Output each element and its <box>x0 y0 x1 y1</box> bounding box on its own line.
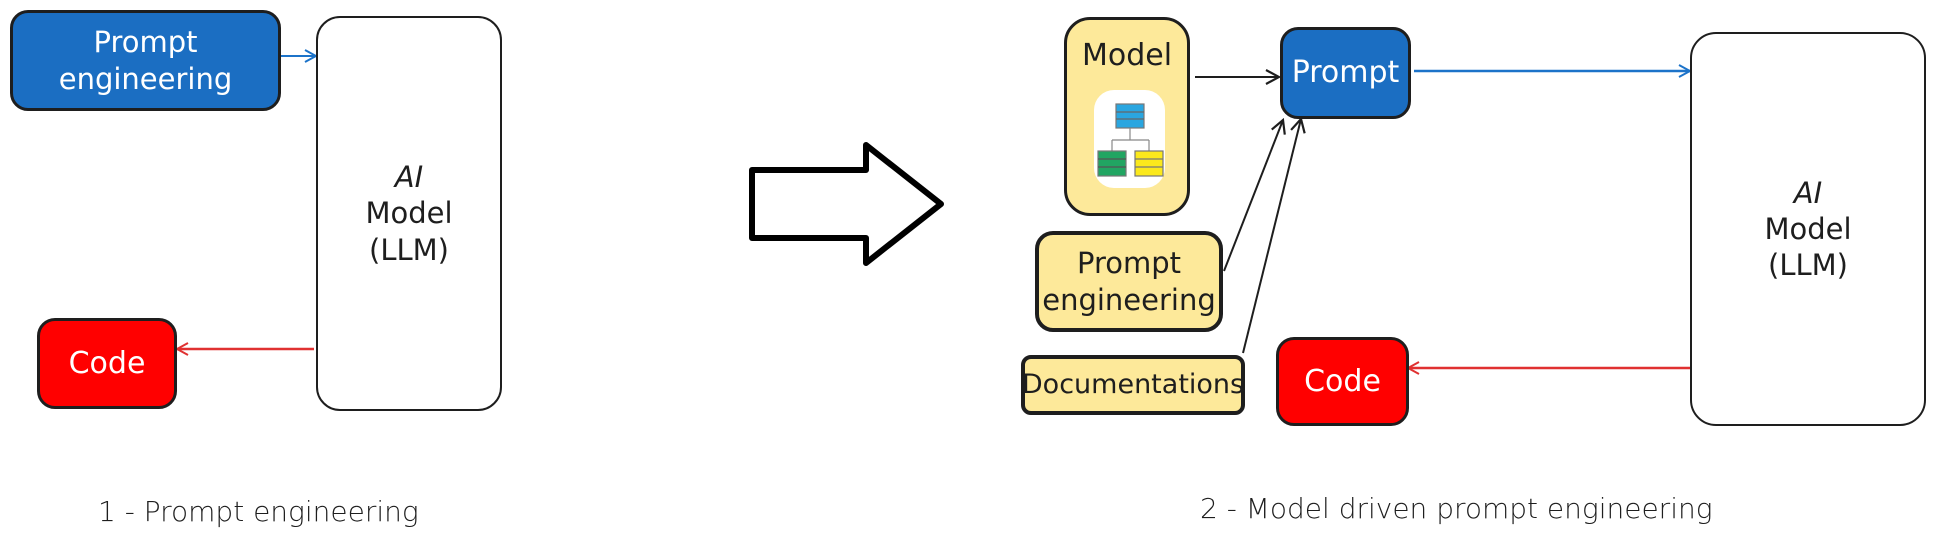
ai-model-box-right[interactable]: AI Model (LLM) <box>1690 32 1926 426</box>
ai-model-right-line3: (LLM) <box>1768 248 1848 283</box>
prompt-engineering-right-line2: engineering <box>1042 282 1216 317</box>
arrow-prompt-engineering-to-prompt <box>1223 120 1283 272</box>
hierarchy-diagram-icon <box>1094 90 1165 188</box>
prompt-engineering-left-line2: engineering <box>58 61 233 96</box>
prompt-engineering-box-right[interactable]: Prompt engineering <box>1035 231 1223 332</box>
ai-model-right-line2: Model <box>1764 211 1852 246</box>
prompt-right-label: Prompt <box>1291 55 1400 91</box>
arrow-documentations-to-prompt <box>1242 119 1301 354</box>
model-label: Model <box>1081 38 1173 74</box>
code-right-label: Code <box>1304 363 1381 399</box>
prompt-box-right[interactable]: Prompt <box>1280 27 1411 119</box>
code-left-label: Code <box>68 345 146 381</box>
ai-model-right-line1: AI <box>1793 175 1823 210</box>
code-box-left[interactable]: Code <box>37 318 177 409</box>
documentations-label: Documentations <box>1021 369 1245 401</box>
caption-right: 2 - Model driven prompt engineering <box>1200 492 1713 525</box>
ai-model-left-line3: (LLM) <box>369 232 449 267</box>
caption-left: 1 - Prompt engineering <box>98 495 419 528</box>
block-arrow-right-icon <box>749 142 944 266</box>
prompt-engineering-left-line1: Prompt <box>93 25 198 60</box>
code-box-right[interactable]: Code <box>1276 337 1409 426</box>
ai-model-left-line1: AI <box>394 160 424 195</box>
model-box[interactable]: Model <box>1064 17 1190 216</box>
prompt-engineering-box-left[interactable]: Prompt engineering <box>10 10 281 111</box>
prompt-engineering-right-line1: Prompt <box>1076 246 1182 281</box>
ai-model-left-line2: Model <box>365 196 453 231</box>
documentations-box[interactable]: Documentations <box>1021 355 1245 415</box>
ai-model-box-left[interactable]: AI Model (LLM) <box>316 16 502 411</box>
